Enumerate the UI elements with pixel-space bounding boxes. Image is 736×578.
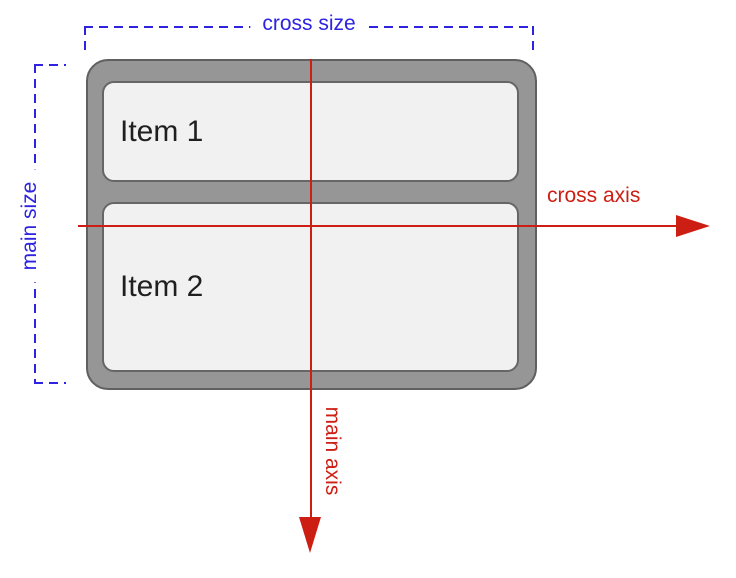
main-axis-line xyxy=(310,59,312,517)
flex-item-2-label: Item 2 xyxy=(120,270,204,303)
main-size-label: main size xyxy=(18,169,42,283)
cross-axis-line xyxy=(78,225,678,227)
cross-size-bracket-left-tick xyxy=(84,26,86,52)
cross-axis-arrowhead-icon xyxy=(676,215,710,237)
main-axis-arrowhead-icon xyxy=(299,517,321,553)
cross-axis-label: cross axis xyxy=(547,184,641,207)
main-size-bracket-bottom-tick xyxy=(34,382,66,384)
flex-item-1-label: Item 1 xyxy=(120,114,204,148)
cross-size-bracket-right-tick xyxy=(532,26,534,52)
main-axis-label: main axis xyxy=(321,406,344,496)
cross-size-label: cross size xyxy=(250,12,368,36)
main-size-bracket-top-tick xyxy=(34,64,66,66)
